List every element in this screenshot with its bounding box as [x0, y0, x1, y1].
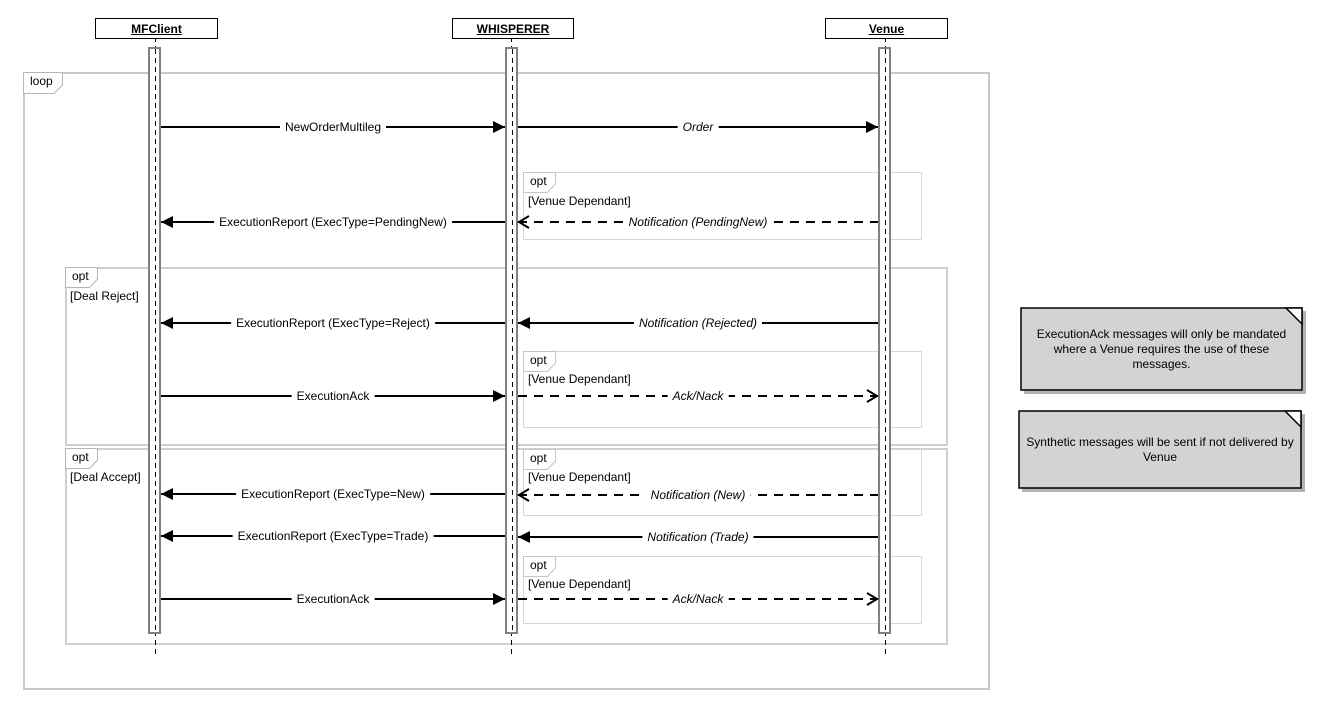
lifeline-header-venue: Venue — [825, 18, 948, 39]
opt-frame-venue-dependant-accept-ack — [523, 556, 922, 624]
loop-frame-label: loop — [30, 74, 53, 88]
lifeline-label-venue: Venue — [868, 21, 905, 36]
message-notification-new: Notification (New) — [517, 487, 878, 503]
message-label: Notification (Rejected) — [633, 315, 763, 331]
guard-deal-reject: [Deal Reject] — [69, 289, 140, 303]
opt-accept-ack-tab: opt — [523, 556, 557, 583]
note-text: Synthetic messages will be sent if not d… — [1026, 434, 1294, 464]
message-acknack-reject: Ack/Nack — [518, 388, 879, 404]
note-text: ExecutionAck messages will only be manda… — [1036, 326, 1287, 371]
frame-tab-shape — [65, 448, 98, 469]
frame-tab-shape — [523, 556, 556, 577]
message-label: ExecutionAck — [291, 591, 375, 607]
opt-reject-ack-tab: opt — [523, 351, 557, 378]
opt-pending-tab: opt — [523, 172, 557, 199]
message-execreport-reject: ExecutionReport (ExecType=Reject) — [161, 315, 505, 331]
opt-frame-venue-dependant-reject-ack — [523, 351, 922, 428]
loop-frame-tab: loop — [23, 72, 64, 100]
message-execreport-trade: ExecutionReport (ExecType=Trade) — [161, 528, 505, 544]
opt-reject-ack-label: opt — [530, 353, 547, 367]
frame-tab-shape — [523, 351, 556, 372]
filled-arrowhead-icon — [493, 593, 505, 605]
message-notification-rejected: Notification (Rejected) — [518, 315, 878, 331]
frame-tab-shape — [523, 449, 556, 470]
message-notification-pendingnew: Notification (PendingNew) — [517, 214, 878, 230]
message-label: ExecutionReport (ExecType=New) — [236, 486, 430, 502]
message-execreport-pendingnew: ExecutionReport (ExecType=PendingNew) — [161, 214, 505, 230]
guard-venue-dependant-pending: [Venue Dependant] — [527, 194, 632, 208]
message-label: ExecutionReport (ExecType=Trade) — [232, 528, 434, 544]
note-shape — [1020, 307, 1306, 394]
filled-arrowhead-icon — [518, 531, 530, 543]
note-shape — [1018, 410, 1305, 492]
message-label: ExecutionReport (ExecType=Reject) — [231, 315, 435, 331]
opt-deal-accept-label: opt — [72, 450, 89, 464]
activation-bar-mfclient — [148, 47, 161, 634]
message-label: Ack/Nack — [667, 388, 729, 404]
message-label: ExecutionReport (ExecType=PendingNew) — [214, 214, 452, 230]
opt-frame-venue-dependant-pending — [523, 172, 922, 240]
lifeline-label-mfclient: MFClient — [131, 21, 182, 36]
message-new-order-multileg: NewOrderMultileg — [161, 119, 505, 135]
open-arrowhead-icon — [866, 592, 879, 606]
open-arrowhead-icon — [517, 488, 530, 502]
message-label: ExecutionAck — [291, 388, 375, 404]
open-arrowhead-icon — [866, 389, 879, 403]
message-acknack-accept: Ack/Nack — [518, 591, 879, 607]
message-label: NewOrderMultileg — [279, 119, 387, 135]
opt-pending-label: opt — [530, 174, 547, 188]
opt-deal-reject-tab: opt — [65, 267, 99, 294]
filled-arrowhead-icon — [493, 390, 505, 402]
filled-arrowhead-icon — [518, 317, 530, 329]
frame-tab-shape — [65, 267, 98, 288]
opt-new-tab: opt — [523, 449, 557, 476]
activation-bar-whisperer — [505, 47, 518, 634]
note-synthetic-messages: Synthetic messages will be sent if not d… — [1018, 410, 1307, 499]
frame-tab-shape — [523, 172, 556, 193]
message-label: Ack/Nack — [667, 591, 729, 607]
lifeline-label-whisperer: WHISPERER — [476, 21, 550, 36]
opt-frame-venue-dependant-new — [523, 449, 922, 516]
open-arrowhead-icon — [517, 215, 530, 229]
activation-bar-venue — [878, 47, 891, 634]
message-executionack-accept: ExecutionAck — [161, 591, 505, 607]
message-execreport-new: ExecutionReport (ExecType=New) — [161, 486, 505, 502]
message-order: Order — [518, 119, 878, 135]
message-executionack-reject: ExecutionAck — [161, 388, 505, 404]
filled-arrowhead-icon — [161, 530, 173, 542]
message-notification-trade: Notification (Trade) — [518, 529, 878, 545]
lifeline-header-mfclient: MFClient — [95, 18, 218, 39]
message-label: Order — [677, 119, 719, 135]
message-label: Notification (Trade) — [642, 529, 754, 545]
opt-deal-reject-label: opt — [72, 269, 89, 283]
filled-arrowhead-icon — [493, 121, 505, 133]
opt-deal-accept-tab: opt — [65, 448, 99, 475]
message-label: Notification (PendingNew) — [623, 214, 773, 230]
message-label: Notification (New) — [645, 487, 751, 503]
guard-deal-accept: [Deal Accept] — [69, 470, 142, 484]
filled-arrowhead-icon — [161, 488, 173, 500]
opt-new-label: opt — [530, 451, 547, 465]
note-executionack-mandated: ExecutionAck messages will only be manda… — [1020, 307, 1308, 401]
guard-venue-dependant-reject-ack: [Venue Dependant] — [527, 372, 632, 386]
lifeline-header-whisperer: WHISPERER — [452, 18, 574, 39]
guard-venue-dependant-accept-ack: [Venue Dependant] — [527, 577, 632, 591]
filled-arrowhead-icon — [866, 121, 878, 133]
guard-venue-dependant-new: [Venue Dependant] — [527, 470, 632, 484]
filled-arrowhead-icon — [161, 216, 173, 228]
filled-arrowhead-icon — [161, 317, 173, 329]
frame-tab-shape — [23, 72, 63, 94]
opt-accept-ack-label: opt — [530, 558, 547, 572]
